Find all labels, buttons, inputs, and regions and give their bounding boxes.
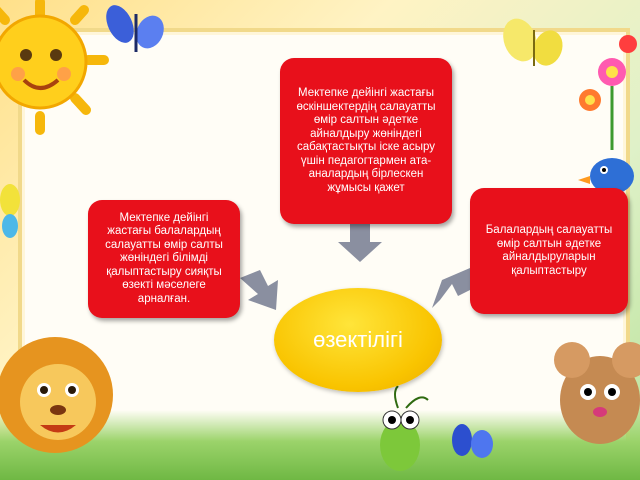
butterfly-icon	[452, 424, 493, 458]
grass-strip	[0, 410, 640, 480]
flower-icon	[579, 35, 637, 150]
lion-icon	[0, 337, 113, 453]
butterfly-icon	[503, 18, 563, 66]
arrows	[240, 224, 470, 310]
arrow-right	[432, 268, 470, 308]
box-top-need: Мектепке дейінгі жастағы өскіншектердің …	[280, 58, 452, 224]
arrow-top	[338, 224, 382, 262]
butterfly-icon	[106, 5, 164, 52]
arrow-left	[240, 270, 278, 310]
box-left-knowledge: Мектепке дейінгі жастағы балалардың сала…	[88, 200, 240, 318]
bird-icon	[578, 158, 634, 194]
box-right-habits: Балалардың салауатты өмір салтын әдетке …	[470, 188, 628, 314]
butterfly-icon	[0, 184, 20, 238]
mouse-icon	[554, 342, 640, 444]
center-relevance-ellipse: өзектілігі	[274, 288, 442, 392]
bug-icon	[380, 385, 429, 471]
sun-icon	[0, 0, 109, 135]
